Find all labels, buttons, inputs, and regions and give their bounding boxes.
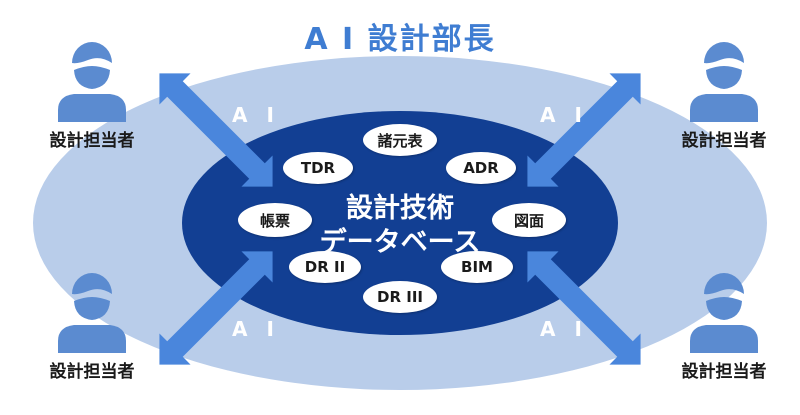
person-icon-top-right <box>690 42 758 122</box>
node-shogen: 諸元表 <box>363 124 437 156</box>
person-icon-bottom-right <box>690 273 758 353</box>
ai-label-top-left: A I <box>232 103 280 127</box>
engineer-label-bottom-left: 設計担当者 <box>49 362 135 382</box>
node-adr: ADR <box>446 152 516 184</box>
arrow-bottom-right <box>527 251 641 365</box>
arrow-top-right <box>527 73 641 187</box>
arrow-top-left <box>159 73 273 187</box>
ai-label-top-right: A I <box>540 103 588 127</box>
diagram-title: A I 設計部長 <box>304 22 496 57</box>
engineer-label-top-left: 設計担当者 <box>49 131 135 151</box>
database-title-line2: データベース <box>319 227 481 258</box>
person-icon-bottom-left <box>58 273 126 353</box>
ai-label-bottom-left: A I <box>232 317 280 341</box>
node-dr3: DR III <box>363 281 437 313</box>
node-bim: BIM <box>441 251 513 283</box>
node-chohyo: 帳票 <box>238 203 312 237</box>
node-zumen: 図面 <box>492 203 566 237</box>
engineer-label-bottom-right: 設計担当者 <box>681 362 767 382</box>
arrow-bottom-left <box>159 251 273 365</box>
ai-label-bottom-right: A I <box>540 317 588 341</box>
engineer-label-top-right: 設計担当者 <box>681 131 767 151</box>
node-dr2: DR II <box>289 251 361 283</box>
person-icon-top-left <box>58 42 126 122</box>
database-title-line1: 設計技術 <box>346 193 454 224</box>
node-tdr: TDR <box>283 152 353 184</box>
